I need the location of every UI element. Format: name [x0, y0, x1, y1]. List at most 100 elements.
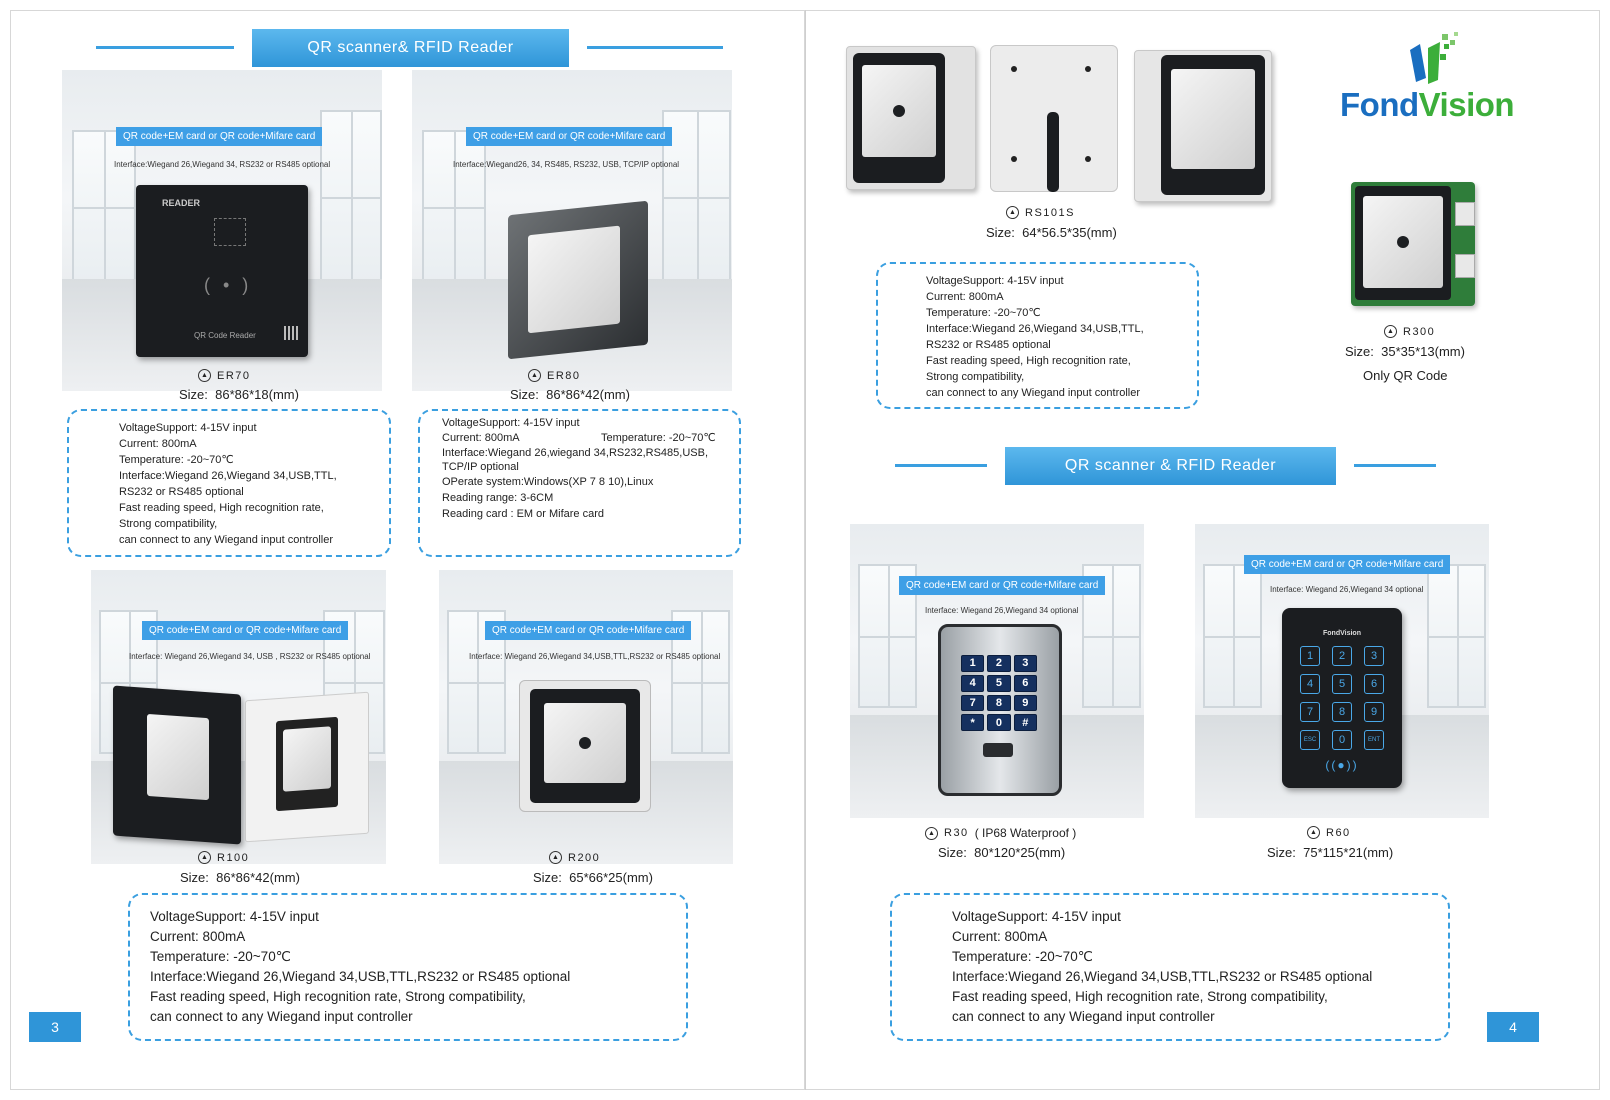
rfid-wave-icon: ( • ): [204, 275, 253, 295]
spec-line: RS232 or RS485 optional: [926, 339, 1051, 351]
window: [662, 110, 731, 284]
device-bezel: [853, 53, 945, 183]
er70-device: READER ( • ) QR Code Reader: [136, 185, 308, 357]
model-icon: ▲: [549, 851, 562, 864]
model-icon: ▲: [1006, 206, 1019, 219]
r30-photo: QR code+EM card or QR code+Mifare card I…: [850, 524, 1144, 818]
model-code: R300: [1403, 325, 1436, 338]
product-tag: QR code+EM card or QR code+Mifare card: [1244, 555, 1451, 574]
scan-window: [147, 713, 209, 801]
spec-line: Interface:Wiegand 26,wiegand 34,RS232,RS…: [442, 447, 708, 459]
device-bezel: [276, 716, 338, 812]
camera-lens-icon: [893, 105, 905, 117]
product-interface-note: Interface:Wiegand26, 34, RS485, RS232, U…: [453, 160, 680, 169]
spec-line: Fast reading speed, High recognition rat…: [150, 989, 526, 1004]
keypad-key[interactable]: 2: [987, 655, 1011, 672]
keypad-key[interactable]: 9: [1013, 694, 1037, 712]
device-bezel: [1355, 186, 1451, 300]
spec-line: can connect to any Wiegand input control…: [926, 387, 1141, 399]
keypad-key[interactable]: ENT: [1364, 730, 1384, 750]
keypad-key[interactable]: 1: [961, 655, 985, 672]
keypad-key[interactable]: 5: [987, 674, 1011, 692]
page-number-left: 3: [29, 1012, 81, 1042]
keypad-key[interactable]: 8: [987, 694, 1011, 712]
er70-photo: QR code+EM card or QR code+Mifare card I…: [62, 70, 382, 391]
spec-line: Fast reading speed, High recognition rat…: [952, 989, 1328, 1004]
spec-line: Reading card : EM or Mifare card: [442, 508, 605, 520]
card-sensor: [983, 743, 1013, 757]
keypad-key[interactable]: 0: [1332, 730, 1352, 750]
keypad-key[interactable]: ESC: [1300, 730, 1320, 750]
keypad-key[interactable]: 5: [1332, 674, 1352, 694]
product-tag: QR code+EM card or QR code+Mifare card: [899, 576, 1106, 595]
spec-line: Interface:Wiegand 26,Wiegand 34,USB,TTL,…: [150, 969, 571, 984]
keypad-key[interactable]: 3: [1364, 646, 1384, 666]
spec-line: Strong compatibility,: [926, 371, 1025, 383]
spec-line: Current: 800mA: [952, 929, 1048, 944]
er80-size: Size: 86*86*42(mm): [510, 387, 630, 402]
keypad-key[interactable]: #: [1013, 714, 1037, 731]
spec-temperature: Temperature: -20~70℃: [601, 432, 716, 444]
model-icon: ▲: [1384, 325, 1397, 338]
page-fold: [805, 10, 806, 1090]
er70-size: Size: 86*86*18(mm): [179, 387, 299, 402]
spec-line: Current: 800mA: [119, 438, 197, 450]
keypad-key[interactable]: 2: [1332, 646, 1352, 666]
banner-line-left: [96, 46, 234, 49]
device-bezel: [530, 689, 640, 803]
product-interface-note: Interface: Wiegand 26,Wiegand 34 optiona…: [925, 606, 1079, 615]
mount-bracket: [1455, 202, 1475, 226]
keypad-key[interactable]: *: [961, 714, 985, 731]
keypad-key[interactable]: 1: [1300, 646, 1320, 666]
keypad-key[interactable]: 6: [1013, 674, 1037, 692]
scan-window: [283, 726, 331, 792]
left-shared-specs-box: VoltageSupport: 4-15V input Current: 800…: [128, 893, 688, 1041]
spec-line: Strong compatibility,: [119, 518, 218, 530]
size-value: 35*35*13(mm): [1381, 344, 1465, 359]
rs101s-size: Size: 64*56.5*35(mm): [986, 225, 1117, 240]
keypad-key[interactable]: 3: [1013, 655, 1037, 672]
spec-current: Current: 800mA: [442, 432, 520, 444]
brand-part-vision: Vision: [1418, 86, 1515, 123]
keypad-key[interactable]: 8: [1332, 702, 1352, 722]
logo-mark-icon: [1410, 32, 1458, 84]
spec-line-row: Current: 800mA Temperature: -20~70℃: [442, 431, 739, 446]
device-sublabel: QR Code Reader: [194, 331, 256, 340]
product-interface-note: Interface: Wiegand 26,Wiegand 34, USB , …: [129, 652, 371, 661]
keypad-key[interactable]: 9: [1364, 702, 1384, 722]
product-tag: QR code+EM card or QR code+Mifare card: [142, 621, 349, 640]
rs101s-specs-box: VoltageSupport: 4-15V input Current: 800…: [876, 262, 1199, 409]
screw-hole-icon: [1085, 156, 1091, 162]
model-icon: ▲: [198, 369, 211, 382]
screw-hole-icon: [1085, 66, 1091, 72]
er80-caption: ▲ER80: [528, 369, 581, 382]
er70-specs-box: VoltageSupport: 4-15V input Current: 800…: [67, 409, 391, 557]
keypad-key[interactable]: 4: [961, 674, 985, 692]
spec-line: Current: 800mA: [150, 929, 246, 944]
left-banner: QR scanner& RFID Reader: [252, 29, 569, 67]
keypad-key[interactable]: 6: [1364, 674, 1384, 694]
keypad-key[interactable]: 7: [1300, 702, 1320, 722]
product-tag: QR code+EM card or QR code+Mifare card: [116, 127, 323, 146]
fondvision-logo-icon: [1406, 30, 1466, 88]
size-value: 64*56.5*35(mm): [1022, 225, 1117, 240]
scan-window: [1171, 69, 1255, 169]
model-note: ( IP68 Waterproof ): [974, 826, 1077, 840]
product-tag: QR code+EM card or QR code+Mifare card: [485, 621, 692, 640]
model-code: R100: [217, 851, 250, 864]
banner-line-right: [1354, 464, 1436, 467]
keypad-key[interactable]: 0: [987, 714, 1011, 731]
size-value: 86*86*42(mm): [216, 870, 300, 885]
keypad-key[interactable]: 7: [961, 694, 985, 712]
size-label: Size:: [510, 387, 539, 402]
model-code: R200: [568, 851, 601, 864]
r300-caption: ▲ R300: [1384, 325, 1435, 338]
device-brand: FondVision: [1323, 630, 1361, 637]
r60-caption: ▲R60: [1307, 826, 1351, 839]
size-label: Size:: [179, 387, 208, 402]
spec-line: Interface:Wiegand 26,Wiegand 34,USB,TTL,: [119, 470, 337, 482]
spec-line: can connect to any Wiegand input control…: [150, 1009, 413, 1024]
spec-line: Fast reading speed, High recognition rat…: [926, 355, 1131, 367]
keypad-key[interactable]: 4: [1300, 674, 1320, 694]
